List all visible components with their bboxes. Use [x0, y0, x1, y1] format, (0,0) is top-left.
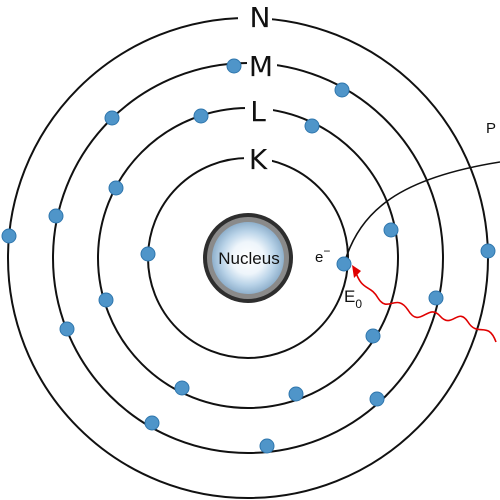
shell-labels: N M L K [238, 0, 277, 176]
electron-l-5 [108, 180, 124, 196]
electron-l-8 [365, 328, 381, 344]
ejected-electron-trajectory [343, 161, 500, 265]
electron-group [1, 58, 496, 454]
nucleus-core [212, 222, 284, 294]
electron-m-18 [369, 391, 385, 407]
photon-energy-subscript: 0 [355, 297, 362, 311]
electron-l-3 [193, 108, 209, 124]
electron-l-9 [174, 380, 190, 396]
incident-photon [352, 265, 497, 343]
nucleus: Nucleus [203, 213, 293, 303]
electron-m-19 [259, 438, 275, 454]
electron-l-7 [98, 292, 114, 308]
electron-symbol: e [315, 249, 323, 266]
photon-energy-symbol: E [344, 287, 355, 306]
electron-m-16 [59, 321, 75, 337]
electron-m-11 [226, 58, 242, 74]
electron-k-2 [336, 256, 352, 272]
nucleus-label: Nucleus [218, 249, 279, 268]
shell-label-n: N [250, 1, 271, 34]
electron-m-12 [334, 82, 350, 98]
electron-n-20 [1, 228, 17, 244]
electron-m-15 [428, 290, 444, 306]
electron-m-17 [144, 415, 160, 431]
electron-m-13 [104, 110, 120, 126]
shell-label-l: L [250, 95, 266, 128]
electron-label: e− [315, 244, 330, 266]
photon-arrowhead [352, 265, 361, 278]
electron-m-14 [48, 208, 64, 224]
shell-label-k: K [249, 143, 268, 176]
electron-l-4 [304, 118, 320, 134]
electron-l-10 [288, 386, 304, 402]
photon-energy-label: E0 [344, 287, 362, 311]
electron-superscript: − [323, 244, 330, 258]
electron-l-6 [383, 222, 399, 238]
photon-wave [354, 269, 497, 343]
electron-n-21 [480, 243, 496, 259]
trajectory-label: P [486, 120, 496, 137]
shell-label-m: M [249, 50, 273, 83]
electron-k-1 [140, 246, 156, 262]
